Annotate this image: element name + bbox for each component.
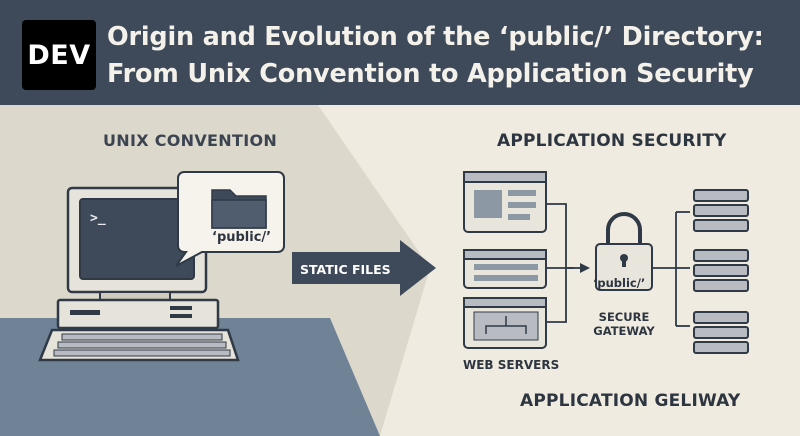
web-servers-label: WEB SERVERS: [463, 358, 560, 372]
title-line-1: Origin and Evolution of the ‘public/’ Di…: [107, 22, 764, 52]
server-connector-lines: [652, 211, 690, 327]
gateway-arrowhead: [580, 263, 590, 273]
dev-logo: DEV: [22, 20, 96, 90]
header-banner: [0, 0, 800, 105]
unix-convention-title: UNIX CONVENTION: [103, 131, 278, 150]
computer-monitor-icon: [66, 186, 208, 301]
application-gateway-title: APPLICATION GELIWAY: [520, 391, 741, 411]
server-stack-icon-3: [693, 311, 749, 354]
server-stack-icon-2: [693, 249, 749, 292]
application-security-title: APPLICATION SECURITY: [497, 131, 727, 151]
terminal-prompt: >_: [90, 211, 106, 226]
diagram-scene: [0, 105, 749, 436]
keyboard-icon: [38, 328, 240, 362]
computer-base-icon: [56, 298, 220, 330]
webpage-icon-3: [463, 297, 547, 349]
lock-public-label: ‘public/’: [593, 276, 646, 290]
static-files-arrow: [292, 240, 436, 296]
folder-label: ‘public/’: [212, 230, 272, 245]
secure-gateway-label: SECURE GATEWAY: [593, 310, 655, 338]
webpage-icon-2: [463, 249, 547, 289]
server-stack-icon-1: [693, 189, 749, 232]
folder-icon: [211, 189, 267, 229]
lock-icon: [595, 212, 653, 291]
title-line-2: From Unix Convention to Application Secu…: [107, 59, 754, 89]
webpage-icon-1: [463, 171, 547, 233]
static-files-label: STATIC FILES: [300, 262, 391, 277]
connector-lines: [546, 203, 582, 323]
